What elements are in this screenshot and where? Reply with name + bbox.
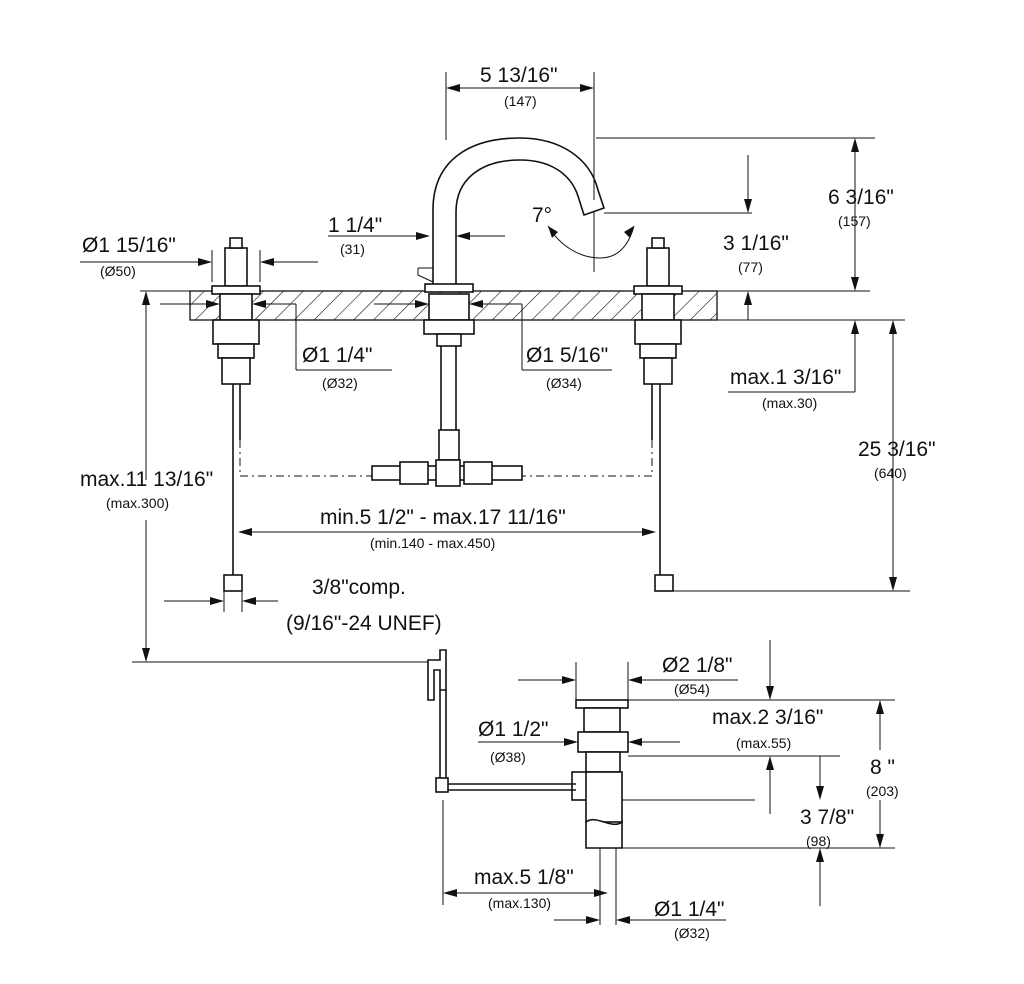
spout-base-offset-label: 1 1/4" xyxy=(328,214,382,237)
below-deck-label: max.11 13/16" xyxy=(80,468,213,491)
drain-flange-mm: (Ø54) xyxy=(674,681,710,697)
drain-lower-mm: (98) xyxy=(806,833,831,849)
drain-thread-length-mm: (max.55) xyxy=(736,735,791,751)
total-height-label: 25 3/16" xyxy=(858,438,936,461)
tailpiece-label: Ø1 1/4" xyxy=(654,898,725,921)
handle-diameter-mm: (Ø50) xyxy=(100,263,136,279)
drain-height-mm: (203) xyxy=(866,783,899,799)
drain-height-label: 8 " xyxy=(870,756,895,779)
tailpiece-mm: (Ø32) xyxy=(674,925,710,941)
right-handle xyxy=(633,237,683,592)
handle-diameter-label: Ø1 15/16" xyxy=(82,234,176,257)
deck-thickness-mm: (max.30) xyxy=(762,395,817,411)
connection-label: 3/8"comp. xyxy=(312,576,406,599)
outlet-height-label: 3 1/16" xyxy=(723,232,789,255)
spout-reach-mm: (147) xyxy=(504,93,537,109)
spout-height-label: 6 3/16" xyxy=(828,186,894,209)
dimension-lines xyxy=(80,72,910,924)
spout-hole-label: Ø1 5/16" xyxy=(526,344,608,367)
below-deck-mm: (max.300) xyxy=(106,495,169,511)
spout-reach-label: 5 13/16" xyxy=(480,64,558,87)
pop-up-reach-mm: (max.130) xyxy=(488,895,551,911)
dimension-labels: 5 13/16" (147) 6 3/16" (157) 7° 3 1/16" … xyxy=(80,64,936,941)
total-height-mm: (640) xyxy=(874,465,907,481)
spout xyxy=(417,137,606,293)
drain-thread-length-label: max.2 3/16" xyxy=(712,706,823,729)
drain-body-label: Ø1 1/2" xyxy=(478,718,549,741)
deck-thickness-label: max.1 3/16" xyxy=(730,366,841,389)
spread-label: min.5 1/2" - max.17 11/16" xyxy=(320,506,566,529)
drain-assembly xyxy=(427,649,629,925)
spout-angle-label: 7° xyxy=(532,204,552,227)
spout-height-mm: (157) xyxy=(838,213,871,229)
connection-thread: (9/16"-24 UNEF) xyxy=(286,612,442,635)
drain-lower-label: 3 7/8" xyxy=(800,806,854,829)
drain-body-mm: (Ø38) xyxy=(490,749,526,765)
outlet-height-mm: (77) xyxy=(738,259,763,275)
pop-up-reach-label: max.5 1/8" xyxy=(474,866,574,889)
spout-shank xyxy=(371,293,523,487)
spout-base-offset-mm: (31) xyxy=(340,241,365,257)
spread-mm: (min.140 - max.450) xyxy=(370,535,495,551)
left-handle xyxy=(211,237,261,592)
spout-hole-mm: (Ø34) xyxy=(546,375,582,391)
handle-hole-mm: (Ø32) xyxy=(322,375,358,391)
drain-flange-label: Ø2 1/8" xyxy=(662,654,733,677)
handle-hole-label: Ø1 1/4" xyxy=(302,344,373,367)
